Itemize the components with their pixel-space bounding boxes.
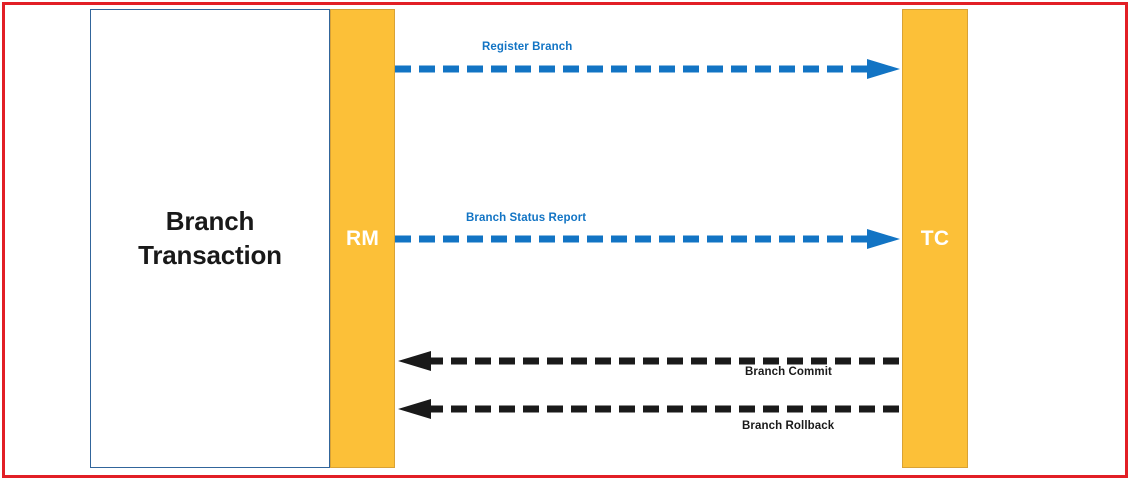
branch-transaction-label: Branch Transaction xyxy=(138,206,282,270)
flow-label-register-branch: Register Branch xyxy=(482,41,573,53)
branch-status-report-arrowhead xyxy=(867,229,900,249)
rm-bar: RM xyxy=(330,9,395,468)
flow-label-branch-commit: Branch Commit xyxy=(745,366,832,378)
branch-commit-arrowhead xyxy=(398,351,431,371)
branch-rollback-arrowhead xyxy=(398,399,431,419)
tc-label: TC xyxy=(920,226,950,250)
flow-arrow-branch-status-report xyxy=(395,229,900,249)
flow-arrow-register-branch xyxy=(395,59,900,79)
flow-arrow-branch-rollback xyxy=(398,399,903,419)
register-branch-arrowhead xyxy=(867,59,900,79)
flow-label-branch-rollback: Branch Rollback xyxy=(742,420,835,432)
flow-arrow-branch-commit xyxy=(398,351,903,371)
branch-transaction-box: Branch Transaction xyxy=(90,9,330,468)
rm-label: RM xyxy=(345,226,380,250)
tc-bar: TC xyxy=(902,9,968,468)
flow-label-branch-status-report: Branch Status Report xyxy=(466,212,587,224)
